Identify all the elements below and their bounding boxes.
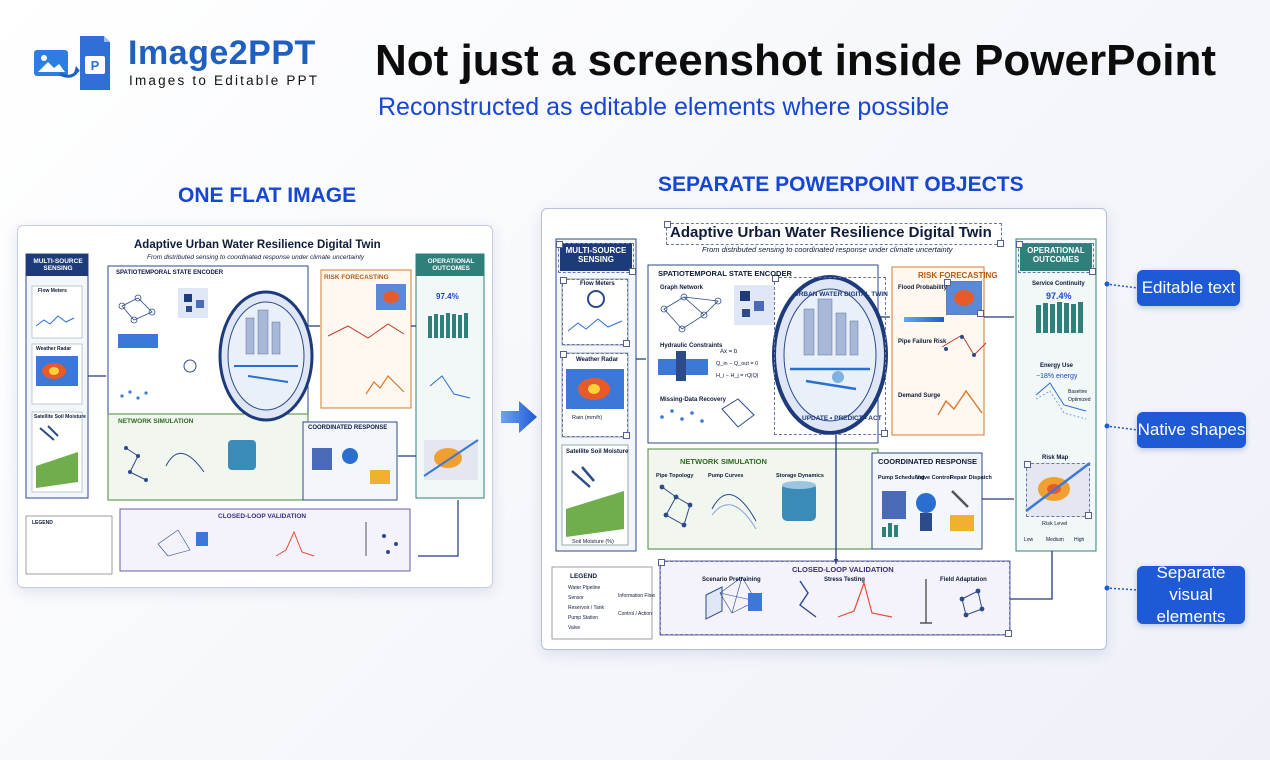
objects-pipe-failure[interactable]: Pipe Failure Risk bbox=[898, 339, 947, 345]
subheadline: Reconstructed as editable elements where… bbox=[378, 93, 950, 121]
objects-missing-data[interactable]: Missing-Data Recovery bbox=[660, 397, 727, 403]
objects-coordinated-header[interactable]: COORDINATED RESPONSE bbox=[878, 457, 978, 466]
separate-objects-label: SEPARATE POWERPOINT OBJECTS bbox=[658, 173, 1024, 196]
flood-map-object[interactable] bbox=[944, 279, 984, 317]
objects-stress[interactable]: Stress Testing bbox=[824, 577, 865, 583]
flat-outcomes-header: OPERATIONAL OUTCOMES bbox=[427, 258, 475, 272]
objects-eq2[interactable]: Q_in − Q_out = 0 bbox=[716, 361, 759, 367]
objects-service-value[interactable]: 97.4% bbox=[1046, 291, 1072, 301]
callout-native-shapes: Native shapes bbox=[1137, 412, 1246, 448]
objects-eq1[interactable]: Ax = b bbox=[720, 349, 738, 355]
legend-item-pump[interactable]: Pump Station bbox=[568, 615, 599, 621]
objects-pump-curves[interactable]: Pump Curves bbox=[708, 473, 744, 479]
sensing-header-selection[interactable] bbox=[556, 241, 636, 275]
flat-diagram-graphic bbox=[25, 253, 485, 575]
objects-baseline[interactable]: Baseline bbox=[1068, 389, 1088, 395]
objects-hydraulic[interactable]: Hydraulic Constraints bbox=[660, 343, 723, 349]
separate-objects-panel: Adaptive Urban Water Resilience Digital … bbox=[541, 208, 1107, 650]
objects-storage[interactable]: Storage Dynamics bbox=[776, 473, 824, 479]
objects-pipe-topology[interactable]: Pipe Topology bbox=[656, 473, 694, 479]
objects-soil-label[interactable]: Soil Moisture (%) bbox=[572, 539, 614, 545]
legend-control[interactable]: Control / Action bbox=[618, 611, 652, 617]
flow-meter-object[interactable] bbox=[560, 277, 630, 347]
objects-rain-label[interactable]: Rain (mm/h) bbox=[572, 415, 603, 421]
objects-scenario[interactable]: Scenario Pretraining bbox=[702, 577, 761, 583]
objects-flood-prob[interactable]: Flood Probability bbox=[898, 285, 947, 291]
flat-satellite: Satellite Soil Moisture bbox=[34, 414, 86, 420]
objects-risk-low[interactable]: Low bbox=[1024, 537, 1034, 543]
flat-sensing-header: MULTI-SOURCE SENSING bbox=[33, 258, 83, 272]
objects-sensing-header[interactable]: MULTI-SOURCE SENSING bbox=[565, 246, 627, 264]
flat-coordinated-header: COORDINATED RESPONSE bbox=[308, 425, 388, 431]
objects-subtitle[interactable]: From distributed sensing to coordinated … bbox=[702, 245, 953, 254]
flat-legend: LEGEND bbox=[32, 520, 53, 526]
legend-item-pipeline[interactable]: Water Pipeline bbox=[568, 585, 601, 591]
legend-item-reservoir[interactable]: Reservoir / Tank bbox=[568, 605, 605, 611]
title-selection-box[interactable] bbox=[664, 221, 1004, 247]
flat-image-panel: Adaptive Urban Water Resilience Digital … bbox=[17, 225, 493, 588]
hub-object[interactable] bbox=[772, 275, 888, 437]
legend-item-sensor[interactable]: Sensor bbox=[568, 595, 584, 601]
objects-flow-meters[interactable]: Flow Meters bbox=[580, 281, 615, 287]
objects-satellite[interactable]: Satellite Soil Moisture bbox=[566, 449, 629, 455]
objects-closed-loop-header[interactable]: CLOSED-LOOP VALIDATION bbox=[792, 565, 894, 574]
closed-loop-object[interactable] bbox=[658, 559, 1012, 637]
objects-optimized[interactable]: Optimized bbox=[1068, 397, 1091, 403]
brand-name: Image2PPT bbox=[128, 34, 316, 72]
objects-title[interactable]: Adaptive Urban Water Resilience Digital … bbox=[670, 224, 992, 241]
objects-demand-surge[interactable]: Demand Surge bbox=[898, 393, 941, 399]
objects-graph-network[interactable]: Graph Network bbox=[660, 285, 704, 291]
objects-valve-control[interactable]: Valve Control bbox=[916, 475, 952, 481]
callout-connectors bbox=[1104, 281, 1139, 591]
logo-letter: P bbox=[91, 58, 100, 73]
flat-flow-meters: Flow Meters bbox=[38, 288, 67, 294]
objects-risk-medium[interactable]: Medium bbox=[1046, 537, 1064, 543]
flat-weather-radar: Weather Radar bbox=[36, 346, 72, 352]
flat-encoder-header: SPATIOTEMPORAL STATE ENCODER bbox=[116, 270, 224, 276]
objects-encoder-header[interactable]: SPATIOTEMPORAL STATE ENCODER bbox=[658, 269, 792, 278]
legend-item-valve[interactable]: Valve bbox=[568, 625, 581, 631]
objects-field[interactable]: Field Adaptation bbox=[940, 577, 987, 583]
outcomes-header-selection[interactable] bbox=[1016, 241, 1096, 275]
objects-service[interactable]: Service Continuity bbox=[1032, 281, 1085, 287]
flat-closed-loop-header: CLOSED-LOOP VALIDATION bbox=[218, 513, 307, 520]
callout-separate-line2: visual elements bbox=[1156, 584, 1226, 627]
flat-title: Adaptive Urban Water Resilience Digital … bbox=[134, 239, 381, 251]
objects-pump-sched[interactable]: Pump Scheduling bbox=[878, 475, 925, 481]
objects-energy[interactable]: Energy Use bbox=[1040, 363, 1074, 369]
callout-separate-visual-elements: Separate visual elements bbox=[1137, 563, 1245, 626]
objects-hub-text[interactable]: URBAN WATER DIGITAL TWIN bbox=[794, 291, 888, 298]
brand-logo: P bbox=[32, 34, 112, 94]
brand-tagline: Images to Editable PPT bbox=[129, 73, 320, 88]
objects-weather-radar[interactable]: Weather Radar bbox=[576, 357, 619, 363]
weather-radar-object[interactable] bbox=[560, 351, 630, 439]
objects-risk-map[interactable]: Risk Map bbox=[1042, 455, 1069, 461]
flat-subtitle: From distributed sensing to coordinated … bbox=[147, 254, 365, 261]
objects-legend[interactable]: LEGEND bbox=[570, 573, 598, 580]
objects-network-header[interactable]: NETWORK SIMULATION bbox=[680, 457, 767, 466]
legend-info-flow[interactable]: Information Flow bbox=[618, 593, 655, 599]
objects-diagram-graphic bbox=[551, 238, 1097, 640]
callout-separate-line1: Separate bbox=[1156, 562, 1226, 582]
objects-risk-header[interactable]: RISK FORECASTING bbox=[918, 271, 998, 280]
objects-hub-footer[interactable]: UPDATE • PREDICT • ACT bbox=[802, 415, 882, 422]
flat-service-value: 97.4% bbox=[436, 292, 459, 301]
transform-arrow-icon bbox=[497, 395, 541, 439]
objects-repair[interactable]: Repair Dispatch bbox=[950, 475, 992, 481]
image-to-ppt-icon: P bbox=[34, 36, 110, 90]
objects-risk-high[interactable]: High bbox=[1074, 537, 1085, 543]
objects-risk-level[interactable]: Risk Level bbox=[1042, 521, 1068, 527]
flat-risk-header: RISK FORECASTING bbox=[324, 274, 389, 281]
callout-editable-text: Editable text bbox=[1137, 270, 1240, 306]
flat-image-label: ONE FLAT IMAGE bbox=[178, 184, 357, 207]
objects-outcomes-header[interactable]: OPERATIONAL OUTCOMES bbox=[1027, 246, 1085, 264]
risk-map-object[interactable] bbox=[1024, 461, 1092, 519]
objects-energy-value[interactable]: −18% energy bbox=[1036, 373, 1078, 380]
headline: Not just a screenshot inside PowerPoint bbox=[375, 36, 1217, 85]
flat-network-header: NETWORK SIMULATION bbox=[118, 418, 194, 425]
objects-eq3[interactable]: H_i − H_j = rQ|Q| bbox=[716, 373, 759, 379]
